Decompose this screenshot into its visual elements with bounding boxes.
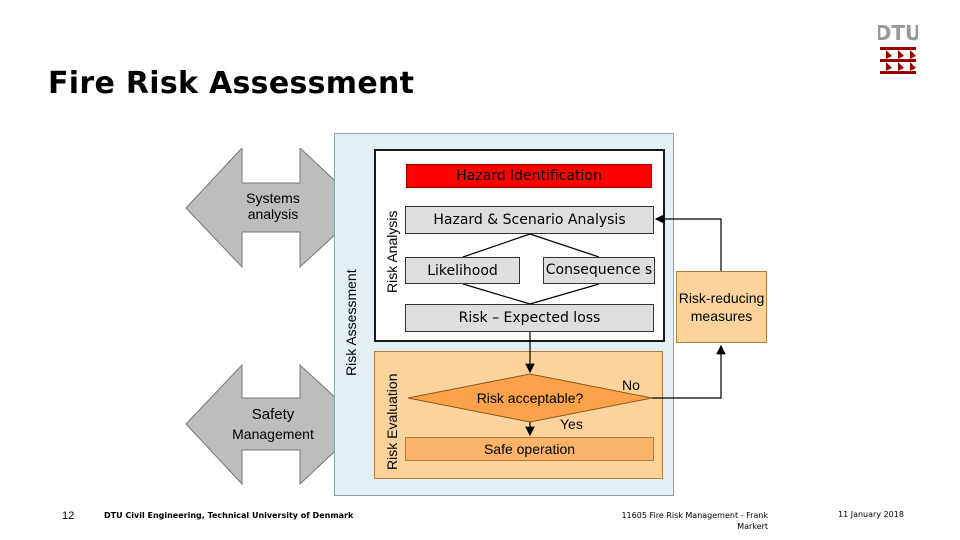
hazard-identification-box: Hazard Identification [406,164,652,188]
page-number: 12 [62,510,75,522]
systems-analysis-arrow [186,148,365,269]
page-title: Fire Risk Assessment [48,66,415,101]
risk-reducing-measures-box: Risk-reducing measures [676,271,767,343]
risk-expected-loss-box: Risk – Expected loss [405,304,654,332]
management-label: Management [232,426,314,442]
left-arrows [186,148,365,486]
safety-label: Safety [251,406,295,423]
safety-management-arrow [186,363,365,486]
dtu-logo: DTU [878,21,918,74]
footer-institution: DTU Civil Engineering, Technical Univers… [104,511,354,520]
footer-date: 11 January 2018 [838,510,904,519]
consequence-box: Consequence s [543,257,655,284]
risk-acceptable-label: Risk acceptable? [476,390,584,406]
yes-label: Yes [560,416,583,432]
hazard-scenario-analysis-box: Hazard & Scenario Analysis [405,206,654,234]
footer-course: 11605 Fire Risk Management - Frank Marke… [621,511,768,531]
safe-operation-box: Safe operation [405,437,654,461]
svg-text:DTU: DTU [878,21,918,45]
no-label: No [622,377,640,393]
systems-analysis-label: Systems analysis [246,190,300,222]
likelihood-box: Likelihood [405,257,520,284]
